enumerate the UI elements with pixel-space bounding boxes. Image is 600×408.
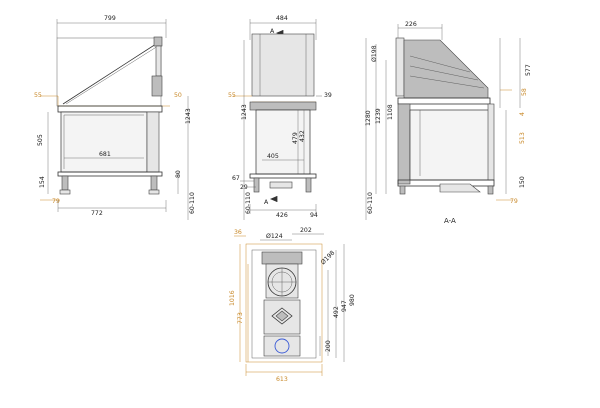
top-height-947: 947 xyxy=(341,300,348,312)
side-dim-432: 432 xyxy=(299,130,306,142)
top-height-492: 492 xyxy=(333,306,340,318)
side-right-bottom: 94 xyxy=(310,212,318,219)
section-height-1280: 1280 xyxy=(365,110,372,126)
section-dim-577: 577 xyxy=(525,64,532,76)
top-height-980: 980 xyxy=(349,294,356,306)
section-height-1239: 1239 xyxy=(375,108,382,124)
section-dim-79: 79 xyxy=(510,198,518,205)
side-inner-width: 405 xyxy=(267,153,279,160)
front-bottom-height: 154 xyxy=(39,176,46,188)
section-leg-range: 60-110 xyxy=(367,192,374,214)
section-top-offset: 226 xyxy=(405,21,417,28)
section-height-1108: 1108 xyxy=(387,104,394,120)
front-glass-height: 505 xyxy=(37,134,44,146)
section-dim-4: 4 xyxy=(519,112,526,116)
front-view: 799 55 50 681 505 154 79 xyxy=(34,15,196,220)
top-duct-diameter: Ø124 xyxy=(266,232,283,240)
top-height-200: 200 xyxy=(325,340,332,352)
top-height-773: 773 xyxy=(237,312,244,324)
top-height-1016: 1016 xyxy=(229,290,236,306)
side-top-width: 484 xyxy=(276,15,288,22)
section-label: A-A xyxy=(444,217,456,225)
front-leg-range: 60-110 xyxy=(189,192,196,214)
top-flue-diameter: Ø198 xyxy=(319,249,336,266)
section-dim-513: 513 xyxy=(519,132,526,144)
section-flue-diameter: Ø198 xyxy=(370,45,378,62)
side-dim-479: 479 xyxy=(292,132,299,144)
side-leg-range: 60-110 xyxy=(245,192,252,214)
front-right-bottom: 80 xyxy=(175,170,182,178)
side-base-width: 426 xyxy=(276,212,288,219)
front-leg-offset: 79 xyxy=(52,198,60,205)
front-left-top: 55 xyxy=(34,92,42,99)
front-right-top: 50 xyxy=(174,92,182,99)
front-base-width: 772 xyxy=(91,210,103,217)
front-inner-width: 681 xyxy=(99,151,111,158)
top-left-offset: 36 xyxy=(234,229,242,236)
top-view: 36 Ø124 202 Ø198 1016 773 492 947 xyxy=(229,227,356,383)
side-total-height: 1243 xyxy=(241,104,248,120)
side-left-top: 55 xyxy=(228,92,236,99)
section-dim-58: 58 xyxy=(521,88,528,96)
front-top-width: 799 xyxy=(104,15,116,22)
side-section-mark-bottom: A xyxy=(264,199,269,206)
side-right-top: 39 xyxy=(324,92,332,99)
side-section-mark-top: A xyxy=(270,28,275,35)
top-bottom-width: 613 xyxy=(276,376,288,383)
section-dim-150: 150 xyxy=(519,176,526,188)
front-total-height: 1243 xyxy=(185,108,192,124)
side-dim-67: 67 xyxy=(232,175,240,182)
section-view: 226 Ø198 577 58 4 513 150 79 1280 xyxy=(365,21,532,225)
side-view: 484 A 55 39 405 479 432 67 29 xyxy=(228,15,332,220)
top-width: 202 xyxy=(300,227,312,234)
